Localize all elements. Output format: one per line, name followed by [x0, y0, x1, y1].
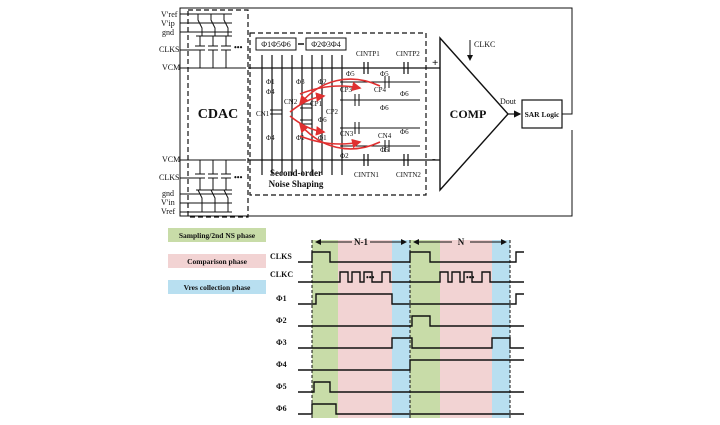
phi3-label-a: Φ3	[296, 78, 305, 86]
vref-bottom-label: Vref	[161, 207, 176, 216]
comparator-triangle	[439, 36, 509, 192]
noise-shaping-box	[249, 32, 427, 196]
phi4-label-b: Φ4	[266, 134, 275, 142]
sar-logic-label: SAR Logic	[525, 110, 560, 119]
sig-label-clks: CLKS	[270, 252, 292, 261]
phi6-label-d: Φ6	[400, 128, 409, 136]
phi2-label-b: Φ2	[340, 152, 349, 160]
phi1-label-b: Φ1	[318, 134, 327, 142]
top-integrator-caps	[363, 62, 409, 74]
cn3-label: CN3	[340, 130, 354, 138]
cintp2-label: CINTP2	[396, 50, 420, 58]
phase-box-right-label: Φ2Φ3Φ4	[311, 40, 341, 49]
cn1-label: CN1	[256, 110, 270, 118]
waveforms	[298, 251, 524, 415]
cp2-label: CP2	[326, 108, 339, 116]
clks-bottom-label: CLKS	[159, 173, 179, 182]
feedback-arrows	[289, 78, 381, 150]
signal-rails	[248, 55, 440, 175]
cp4-label: CP4	[374, 86, 387, 94]
vip-top-label: V′ip	[161, 19, 175, 28]
phi2-label-a: Φ2	[318, 78, 327, 86]
wave-phi2	[298, 315, 524, 327]
sig-label-phi6: Φ6	[276, 404, 287, 413]
cdac-box	[187, 9, 249, 218]
sig-label-phi4: Φ4	[276, 360, 287, 369]
comp-minus: -	[432, 153, 436, 165]
cintp1-label: CINTP1	[356, 50, 380, 58]
legend-sampling-label: Sampling/2nd NS phase	[179, 231, 256, 240]
gnd-bottom-label: gnd	[162, 189, 174, 198]
sig-label-phi3: Φ3	[276, 338, 287, 347]
cdac-top-ellipsis: •••	[234, 43, 243, 52]
cp1-label: CP1	[310, 100, 323, 108]
phase-box-left-label: Φ1Φ5Φ6	[261, 40, 291, 49]
phi1-label-a: Φ1	[266, 78, 275, 86]
wave-clks	[298, 251, 524, 263]
clks-top-label: CLKS	[159, 45, 179, 54]
cdac-label: CDAC	[198, 107, 238, 122]
cn2-label: CN2	[284, 98, 298, 106]
phi6-label-a: Φ6	[380, 104, 389, 112]
wave-phi4	[298, 359, 524, 371]
cintn1-label: CINTN1	[354, 171, 379, 179]
bottom-integrator-caps	[363, 154, 409, 166]
wave-phi5	[298, 381, 524, 393]
cdac-bottom-ellipsis: •••	[234, 173, 243, 182]
period-label-n-1: N-1	[354, 237, 368, 247]
period-label-n: N	[458, 237, 465, 247]
wave-phi1	[298, 293, 524, 305]
legend-comparison	[168, 254, 266, 268]
cdac-top-switches	[180, 13, 246, 69]
comp-plus: +	[432, 57, 438, 69]
wave-phi3	[298, 337, 524, 349]
circuit-schematic: CDAC V′ref V′ip gnd CLKS VCM VCM CLKS gn…	[159, 7, 573, 218]
phi1-label-c: Φ1	[296, 134, 305, 142]
ns-label-line1: Second-order	[270, 168, 322, 178]
legend-comparison-label: Comparison phase	[187, 257, 247, 266]
clkc-label: CLKC	[474, 40, 495, 49]
cintn2-label: CINTN2	[396, 171, 421, 179]
sig-label-phi5: Φ5	[276, 382, 287, 391]
phi6-label-b: Φ6	[400, 90, 409, 98]
cn4-label: CN4	[378, 132, 392, 140]
sar-feedback-loop	[179, 7, 573, 217]
vcm-top-label: VCM	[162, 63, 180, 72]
comparator-label: COMP	[450, 107, 487, 121]
phase-box-left	[255, 37, 297, 51]
phi6-label-c: Φ6	[318, 116, 327, 124]
legend-vres	[168, 280, 266, 294]
cdac-bottom-switches	[180, 159, 246, 213]
phi5-label-c: Φ5	[380, 146, 389, 154]
legend-vres-label: Vres collection phase	[184, 283, 251, 292]
gnd-top-label: gnd	[162, 28, 174, 37]
vcm-bottom-label: VCM	[162, 155, 180, 164]
dout-label: Dout	[500, 97, 517, 106]
wave-clkc	[298, 271, 524, 283]
period-markers	[311, 239, 511, 418]
clkc-dots-1: •••	[366, 273, 375, 282]
vref-top-label: V′ref	[161, 10, 178, 19]
phi5-label-b: Φ5	[380, 70, 389, 78]
timing-diagram: Sampling/2nd NS phase Comparison phase V…	[168, 228, 524, 418]
cp3-label: CP3	[340, 86, 353, 94]
phi4-label-a: Φ4	[266, 88, 275, 96]
phi5-label-a: Φ5	[346, 70, 355, 78]
ns-label-line2: Noise Shaping	[269, 179, 324, 189]
clkc-dots-2: •••	[466, 273, 475, 282]
sig-label-clkc: CLKC	[270, 270, 293, 279]
vin-bottom-label: V′in	[161, 198, 175, 207]
sig-label-phi2: Φ2	[276, 316, 287, 325]
wave-phi6	[298, 403, 524, 415]
phase-box-right	[305, 37, 347, 51]
phase-bands	[312, 240, 510, 418]
sig-label-phi1: Φ1	[276, 294, 287, 303]
legend-sampling	[168, 228, 266, 242]
